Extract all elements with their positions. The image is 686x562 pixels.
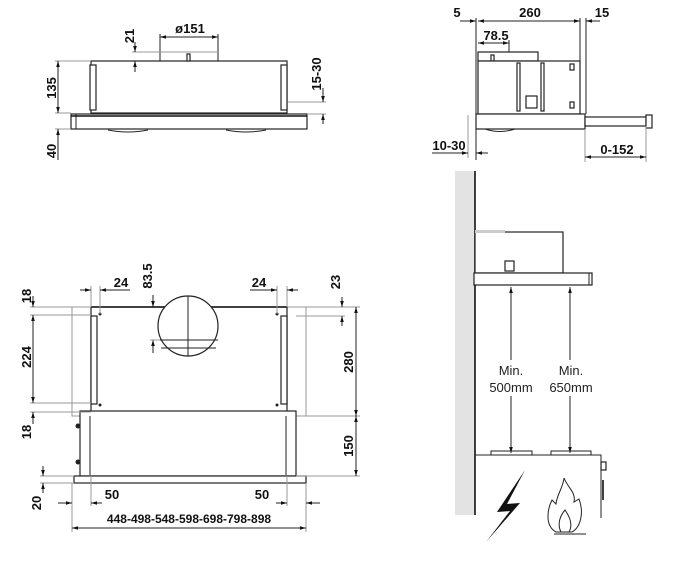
duct-height-dim: 21 xyxy=(122,29,137,43)
bottom-view: 18 224 18 20 24 83.5 24 23 280 150 xyxy=(19,263,360,532)
front-gap-dim: 15 xyxy=(595,5,609,20)
tray-handle xyxy=(645,114,653,129)
top-margin-dim: 18 xyxy=(19,289,34,303)
installation-view: Min. 500mm Min. 650mm xyxy=(455,171,607,542)
gas-min-label: Min. xyxy=(559,363,584,378)
side-body-depth-dim: 260 xyxy=(519,5,541,20)
drawer xyxy=(79,410,297,477)
electric-min-label: Min. xyxy=(499,363,524,378)
electric-icon xyxy=(486,470,525,542)
bracket-right xyxy=(280,315,288,405)
extension-dim: 0-152 xyxy=(600,142,633,157)
burners xyxy=(490,450,592,455)
duct-knob xyxy=(186,53,191,62)
fascia xyxy=(70,113,308,130)
bracket-spacing-dim: 224 xyxy=(19,345,34,367)
light-covers xyxy=(107,129,267,133)
duct-box xyxy=(477,51,539,62)
drawer-depth-dim: 150 xyxy=(341,435,356,457)
installed-hood-body xyxy=(474,231,564,274)
side-rail-left xyxy=(89,64,97,111)
fascia-offset-dim: 15-30 xyxy=(309,57,324,90)
body-depth-dim: 280 xyxy=(341,351,356,373)
side-view: 5 260 15 78.5 10-30 0-152 xyxy=(432,5,653,162)
left-bracket-offset-dim: 24 xyxy=(114,275,129,290)
wall-offset-dim: 10-30 xyxy=(432,138,465,153)
rear-gap-dim: 5 xyxy=(453,5,460,20)
width-options-dim: 448-498-548-598-698-798-898 xyxy=(107,512,271,526)
body-height-dim: 135 xyxy=(44,77,59,99)
duct-diameter-dim: ø151 xyxy=(175,21,205,36)
side-duct-offset-dim: 78.5 xyxy=(483,28,508,43)
gas-flame-icon xyxy=(547,477,586,535)
right-top-offset-dim: 23 xyxy=(328,275,343,289)
side-rail-right xyxy=(280,64,288,111)
left-side-dim: 50 xyxy=(105,487,119,502)
wall xyxy=(455,171,475,515)
front-rail xyxy=(73,475,307,484)
right-side-dim: 50 xyxy=(255,487,269,502)
cooktop xyxy=(475,454,602,518)
fascia-height-dim: 40 xyxy=(44,144,59,158)
bottom-margin-dim: 18 xyxy=(19,425,34,439)
right-bracket-offset-dim: 24 xyxy=(252,275,267,290)
duct-offset-dim: 83.5 xyxy=(140,263,155,288)
electric-min-distance: 500mm xyxy=(489,380,532,395)
hood-body xyxy=(90,60,288,114)
installed-fascia xyxy=(473,272,593,286)
side-fascia xyxy=(475,113,586,130)
extension-tray xyxy=(584,116,647,127)
front-view: ø151 21 135 40 15-30 xyxy=(44,21,326,160)
gas-min-distance: 650mm xyxy=(549,380,592,395)
bracket-left xyxy=(90,315,98,405)
rail-height-dim: 20 xyxy=(29,496,44,510)
